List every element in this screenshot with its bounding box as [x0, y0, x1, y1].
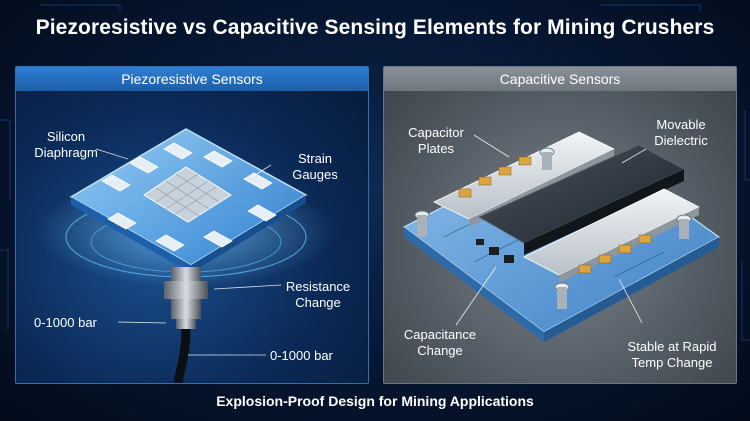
capacitor-plates-label: Capacitor Plates — [396, 125, 476, 157]
footer-caption: Explosion-Proof Design for Mining Applic… — [216, 393, 534, 409]
piezoresistive-panel: Piezoresistive Sensors — [15, 66, 369, 384]
strain-gauges-text: Strain Gauges — [292, 151, 338, 182]
resistance-change-label: Resistance Change — [278, 279, 358, 311]
resistance-change-text: Resistance Change — [285, 279, 351, 310]
capacitance-change-text: Capacitance Change — [403, 327, 477, 358]
capacitive-panel: Capacitive Sensors — [383, 66, 737, 384]
piezoresistive-sensor-illustration — [36, 128, 336, 383]
piezoresistive-header: Piezoresistive Sensors — [16, 67, 368, 91]
pressure-range-right-label: 0-1000 bar — [270, 348, 333, 363]
stable-temp-text: Stable at Rapid Temp Change — [627, 339, 717, 370]
capacitance-change-label: Capacitance Change — [392, 327, 488, 359]
page-title: Piezoresistive vs Capacitive Sensing Ele… — [35, 16, 715, 39]
movable-dielectric-text: Movable Dielectric — [654, 117, 708, 148]
silicon-diaphragm-text: Silicon Diaphragm — [34, 129, 98, 160]
pressure-range-left-label: 0-1000 bar — [34, 315, 97, 330]
stable-temp-label: Stable at Rapid Temp Change — [616, 339, 728, 371]
strain-gauges-label: Strain Gauges — [284, 151, 346, 183]
silicon-diaphragm-label: Silicon Diaphragm — [30, 129, 102, 161]
capacitive-sensor-illustration — [402, 131, 721, 342]
capacitor-plates-text: Capacitor Plates — [408, 125, 464, 156]
capacitive-header: Capacitive Sensors — [384, 67, 736, 91]
movable-dielectric-label: Movable Dielectric — [636, 117, 726, 149]
